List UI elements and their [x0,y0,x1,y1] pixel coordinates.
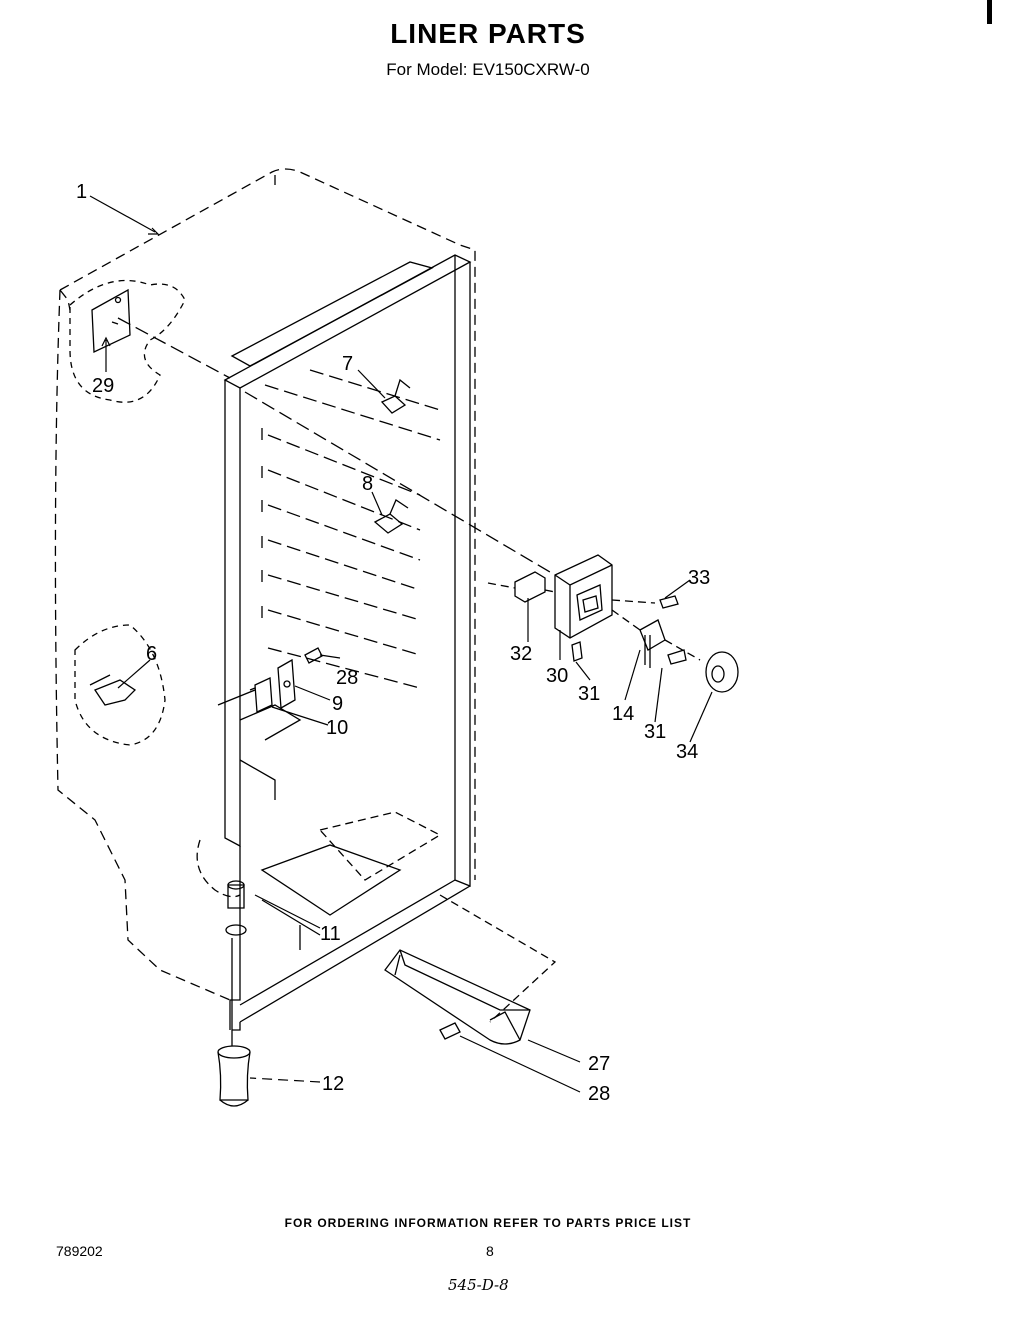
part-28-screw-upper [304,647,323,664]
callout-28-upper: 28 [336,667,358,689]
callout-32: 32 [510,643,532,665]
model-subtitle: For Model: EV150CXRW-0 [386,60,590,79]
part-32-switch [514,571,546,603]
callout-labels: 1 29 7 8 6 28 9 10 33 32 30 31 14 31 34 … [76,181,710,1105]
document-number: 789202 [56,1243,103,1259]
assembly-connector-lines [487,582,701,661]
part-33-screw [659,595,679,609]
callout-28-lower: 28 [588,1083,610,1105]
liner-shelf-rails [264,369,441,689]
part-9-plate [277,658,296,710]
part-14-thermostat [639,619,666,668]
part-8-clip [373,499,409,534]
callout-31-upper: 31 [578,683,600,705]
callout-9: 9 [332,693,343,715]
ordering-note: FOR ORDERING INFORMATION REFER TO PARTS … [284,1216,692,1230]
leader-lines [89,195,713,1093]
bracket-connector-line [439,894,557,1023]
part-29-panel [69,279,231,403]
handwritten-code: 545-D-8 [448,1276,509,1294]
part-31-screw-a [571,641,583,662]
part-12-leveling-leg [217,1030,251,1107]
callout-11: 11 [320,923,341,945]
callout-27: 27 [588,1053,610,1075]
part-10-hinge [217,677,273,713]
liner-floor [196,704,442,950]
page-title: LINER PARTS [390,18,586,49]
callout-14: 14 [612,703,634,725]
callout-33: 33 [688,567,710,589]
liner-frame [223,254,472,1031]
callout-8: 8 [362,473,373,495]
callout-34: 34 [676,741,698,763]
corner-registration-mark [987,0,992,24]
cabinet-outline [54,168,476,1001]
part-11-roller [225,880,247,936]
part-31-screw-b [667,649,687,665]
callout-31-lower: 31 [644,721,666,743]
part-28-screw-lower [439,1022,461,1040]
part-34-knob [705,651,739,693]
part-7-clip [380,378,411,414]
part-27-bracket [384,949,531,1045]
callout-7: 7 [342,353,353,375]
part-30-control-housing [554,554,613,639]
callout-1: 1 [76,181,87,203]
callout-6: 6 [146,643,157,665]
callout-10: 10 [326,717,348,739]
part-6-bracket [74,624,166,746]
callout-29: 29 [92,375,114,397]
callout-12: 12 [322,1073,344,1095]
callout-30: 30 [546,665,568,687]
page-number: 8 [486,1243,494,1259]
